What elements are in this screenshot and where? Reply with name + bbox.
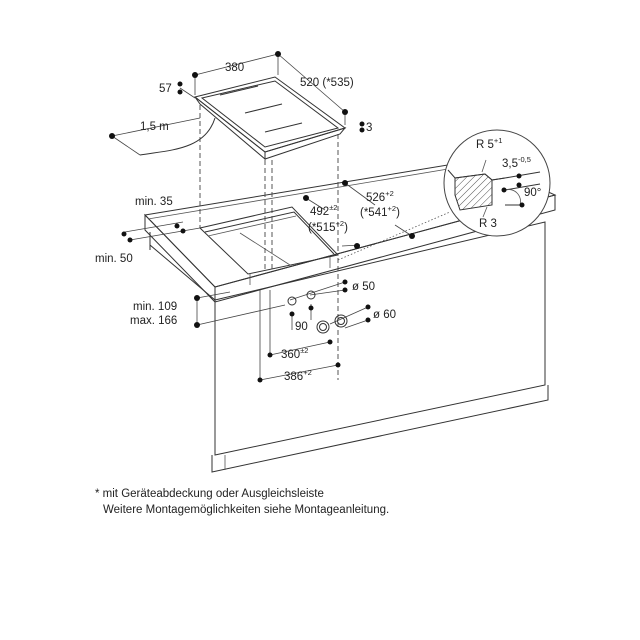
cable-length-label: 1,5 m <box>140 121 169 133</box>
dia-50-label: ø 50 <box>352 281 375 293</box>
detail-angle-label: 90° <box>524 187 541 199</box>
hob-frame-label: 3 <box>366 122 372 134</box>
hob-width-label: 380 <box>225 62 244 74</box>
countertop <box>143 159 557 304</box>
min-35-label: min. 35 <box>135 196 173 208</box>
max-166-label: max. 166 <box>130 315 177 327</box>
dimension-lines <box>111 53 413 381</box>
cutout-width-label: 492±2 <box>310 203 337 218</box>
min-109-label: min. 109 <box>133 301 177 313</box>
footnote-line-2: Weitere Montagemöglichkeiten siehe Monta… <box>103 504 390 516</box>
detail-radius-bottom-label: R 3 <box>479 218 497 230</box>
dist-360-label: 360±2 <box>281 346 308 361</box>
min-50-label: min. 50 <box>95 253 133 265</box>
dimension-points <box>109 51 415 383</box>
detail-step-label: 3,5-0,5 <box>502 155 531 170</box>
dist-90-label: 90 <box>295 321 308 333</box>
dia-60-label: ø 60 <box>373 309 396 321</box>
footnote-line-1: * mit Geräteabdeckung oder Ausgleichslei… <box>95 488 324 500</box>
cutout-width-alt-label: (*515+2) <box>308 219 348 234</box>
projection-lines <box>199 105 451 380</box>
connection-pipes <box>287 290 348 334</box>
cutout <box>198 206 339 285</box>
dist-386-label: 386+2 <box>284 368 312 383</box>
hob <box>139 76 347 161</box>
hob-height-label: 57 <box>159 83 172 95</box>
detail-radius-top-label: R 5+1 <box>476 136 502 151</box>
edge-detail <box>443 129 551 237</box>
cutout-depth-alt-label: (*541+2) <box>360 204 400 219</box>
cabinet <box>149 221 549 473</box>
cutout-depth-label: 526+2 <box>366 189 394 204</box>
hob-depth-label: 520 (*535) <box>300 77 354 89</box>
